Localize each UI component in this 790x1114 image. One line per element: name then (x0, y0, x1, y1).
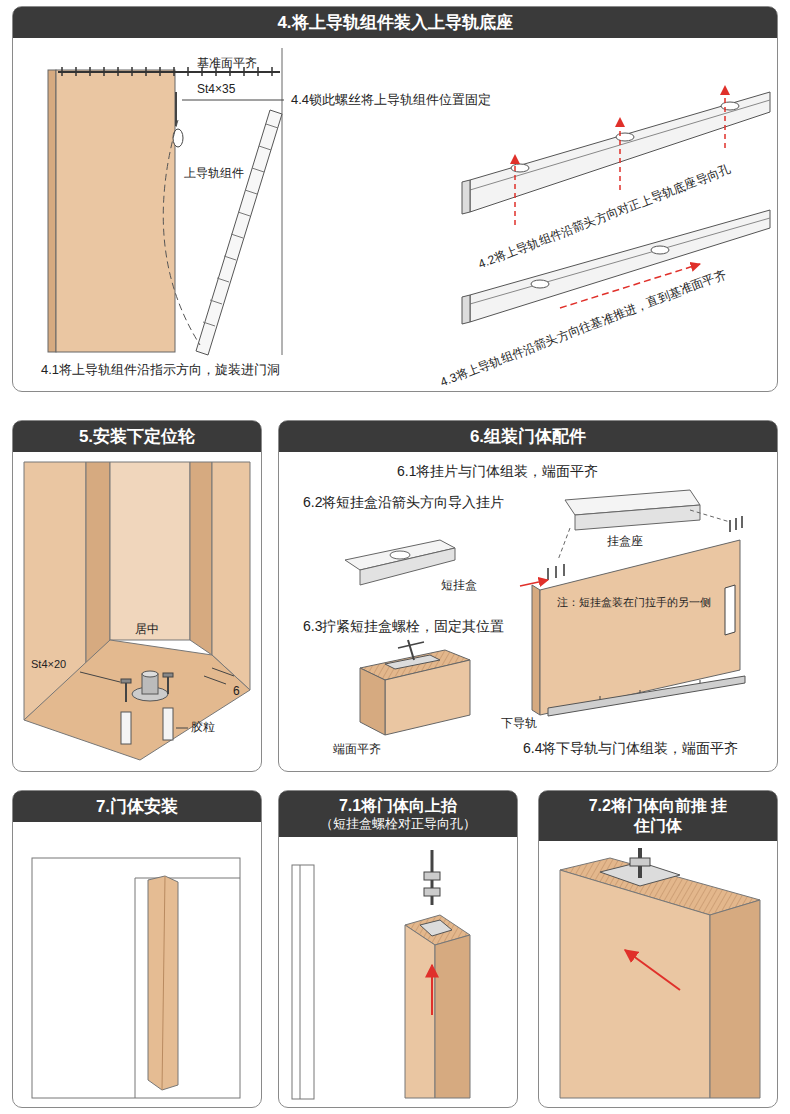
step-panel: 7.2将门体向前推 挂住门体 (538, 790, 778, 1108)
callout-label: 居中 (134, 622, 160, 636)
step-header: 7.1将门体向上抬（短挂盒螺栓对正导向孔） (279, 791, 517, 837)
door-fittings-step6 (345, 490, 745, 735)
callout-label: 下导轨 (500, 716, 538, 730)
step-title: 7.门体安装 (19, 796, 255, 817)
step-title: 7.1将门体向上抬 (285, 796, 511, 816)
callout-label: 端面平齐 (332, 742, 382, 756)
step-panel: 7.门体安装 (12, 790, 262, 1108)
callout-label: 4.4锁此螺丝将上导轨组件位置固定 (290, 92, 492, 108)
callout-label: 注：短挂盒装在门拉手的另一侧 (556, 596, 712, 609)
callout-label: 6.2将短挂盒沿箭头方向导入挂片 (302, 494, 505, 511)
step-title: （短挂盒螺栓对正导向孔） (285, 816, 511, 832)
step-header: 7.2将门体向前推 挂住门体 (539, 791, 777, 841)
step-title: 5.安装下定位轮 (19, 426, 255, 447)
callout-label: 胶粒 (190, 720, 216, 734)
callout-label: 4.3将上导轨组件沿箭头方向往基准推进，直到基准面平齐 (437, 267, 728, 390)
step-panel: 5.安装下定位轮 (12, 420, 262, 772)
step-title: 7.2将门体向前推 挂住门体 (588, 796, 729, 836)
callout-label: 4.2将上导轨组件沿箭头方向对正上导轨底座导向孔 (475, 161, 733, 271)
callout-label: 6.4将下导轨与门体组装，端面平齐 (522, 740, 739, 757)
door-hang-step72 (560, 848, 760, 1098)
callout-label: 基准面平齐 (196, 56, 258, 70)
step-title: 6.组装门体配件 (285, 426, 771, 447)
door-install-step7 (32, 858, 240, 1098)
step-header: 7.门体安装 (13, 791, 261, 822)
callout-label: 6.3拧紧短挂盒螺栓，固定其位置 (302, 618, 505, 635)
callout-label: 6 (232, 684, 241, 698)
door-rail-step4 (48, 48, 770, 355)
callout-label: St4×20 (30, 658, 67, 671)
step-header: 4.将上导轨组件装入上导轨底座 (13, 7, 777, 38)
callout-label: 短挂盒 (440, 578, 478, 592)
callout-label: 上导轨组件 (183, 166, 245, 180)
positioning-wheel-step5 (24, 462, 250, 760)
callout-label: 挂盒座 (606, 534, 644, 548)
step-header: 5.安装下定位轮 (13, 421, 261, 452)
step-panel: 7.1将门体向上抬（短挂盒螺栓对正导向孔） (278, 790, 518, 1108)
step-title: 4.将上导轨组件装入上导轨底座 (19, 12, 771, 33)
callout-label: 4.1将上导轨组件沿指示方向，旋装进门洞 (40, 362, 281, 378)
callout-label: St4×35 (196, 82, 236, 96)
step-header: 6.组装门体配件 (279, 421, 777, 452)
door-lift-step71 (292, 850, 470, 1099)
callout-label: 6.1将挂片与门体组装，端面平齐 (396, 463, 599, 480)
